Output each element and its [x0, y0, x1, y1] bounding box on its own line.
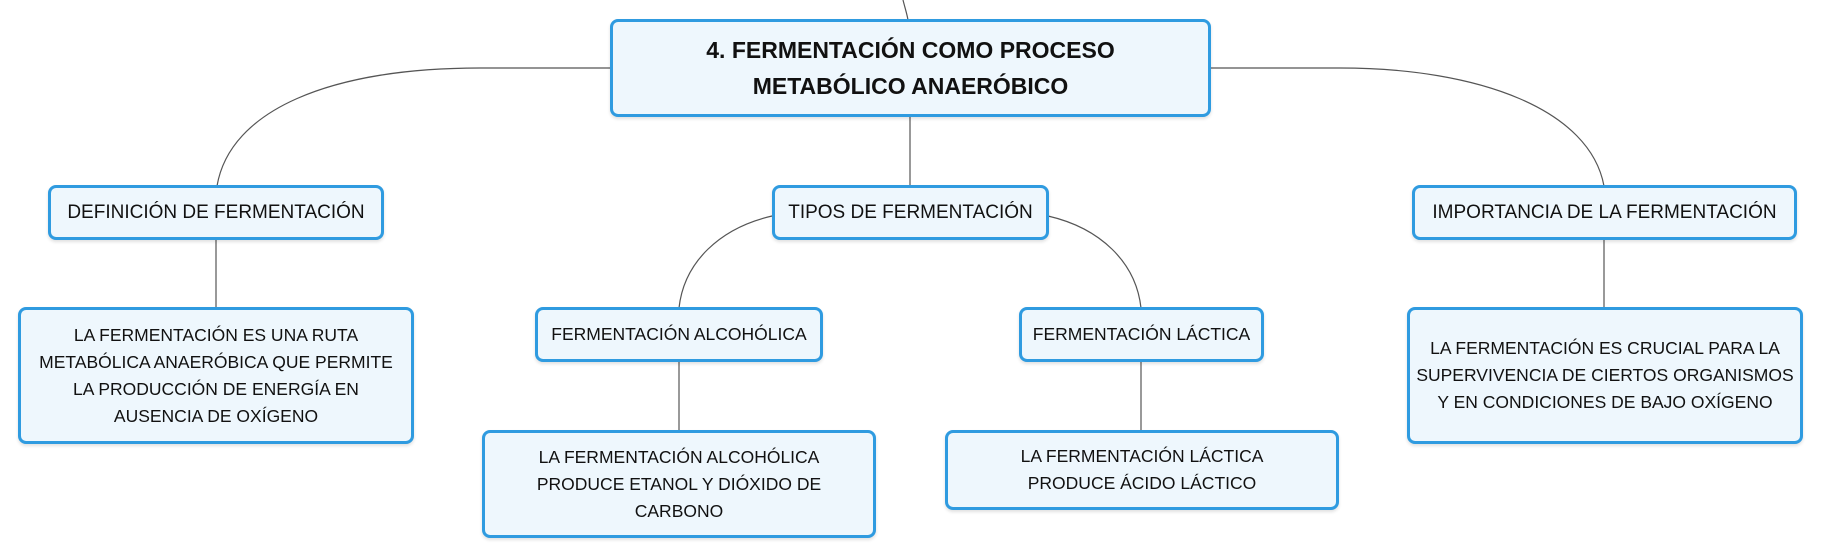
importancia-detail-node[interactable]: LA FERMENTACIÓN ES CRUCIAL PARA LA SUPER…	[1407, 307, 1803, 444]
definicion-detail-text: LA FERMENTACIÓN ES UNA RUTA METABÓLICA A…	[39, 324, 393, 426]
root-label: 4. FERMENTACIÓN COMO PROCESO METABÓLICO …	[706, 37, 1115, 99]
topic-importancia-node[interactable]: IMPORTANCIA DE LA FERMENTACIÓN	[1412, 185, 1797, 240]
subtopic-alcoholica-label: FERMENTACIÓN ALCOHÓLICA	[551, 324, 807, 344]
lactica-detail-node[interactable]: LA FERMENTACIÓN LÁCTICA PRODUCE ÁCIDO LÁ…	[945, 430, 1339, 510]
topic-importancia-label: IMPORTANCIA DE LA FERMENTACIÓN	[1432, 201, 1777, 223]
topic-tipos-label: TIPOS DE FERMENTACIÓN	[788, 201, 1033, 223]
connector-parent-to-root	[902, 0, 909, 21]
importancia-detail-text: LA FERMENTACIÓN ES CRUCIAL PARA LA SUPER…	[1416, 338, 1794, 412]
connector-tipos-to-lactica	[1047, 215, 1142, 309]
topic-definicion-label: DEFINICIÓN DE FERMENTACIÓN	[67, 201, 365, 223]
topic-tipos-node[interactable]: TIPOS DE FERMENTACIÓN	[772, 185, 1049, 240]
subtopic-alcoholica-node[interactable]: FERMENTACIÓN ALCOHÓLICA	[535, 307, 823, 362]
subtopic-lactica-node[interactable]: FERMENTACIÓN LÁCTICA	[1019, 307, 1264, 362]
definicion-detail-node[interactable]: LA FERMENTACIÓN ES UNA RUTA METABÓLICA A…	[18, 307, 414, 444]
lactica-detail-text: LA FERMENTACIÓN LÁCTICA PRODUCE ÁCIDO LÁ…	[1020, 446, 1264, 493]
alcoholica-detail-node[interactable]: LA FERMENTACIÓN ALCOHÓLICA PRODUCE ETANO…	[482, 430, 876, 538]
subtopic-lactica-label: FERMENTACIÓN LÁCTICA	[1032, 324, 1251, 344]
connector-tipos-to-alcoholica	[678, 215, 773, 309]
topic-definicion-node[interactable]: DEFINICIÓN DE FERMENTACIÓN	[48, 185, 384, 240]
alcoholica-detail-text: LA FERMENTACIÓN ALCOHÓLICA PRODUCE ETANO…	[536, 446, 822, 521]
connector-root-to-definicion	[216, 67, 611, 187]
root-node[interactable]: 4. FERMENTACIÓN COMO PROCESO METABÓLICO …	[610, 19, 1211, 117]
connector-root-to-importancia	[1210, 67, 1605, 187]
